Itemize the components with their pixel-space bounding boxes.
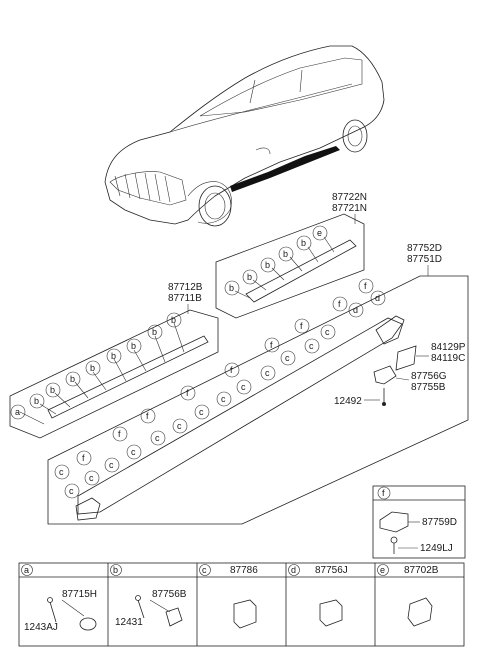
side-sill-end-front bbox=[75, 497, 101, 521]
part-87721N: 87721N bbox=[332, 203, 367, 214]
callout-c: c bbox=[177, 421, 182, 431]
callout-a: a bbox=[15, 407, 20, 417]
callout-b: b bbox=[265, 260, 270, 270]
callout-f: f bbox=[146, 411, 149, 421]
callout-c: c bbox=[241, 382, 246, 392]
callout-c: c bbox=[155, 433, 160, 443]
part-1249LJ: 1249LJ bbox=[420, 543, 453, 554]
front-garnish-strip bbox=[47, 335, 209, 419]
part-87756G: 87756G bbox=[411, 371, 447, 382]
legend-table: a 87715H 1243AJ b 87756B 12431 c 87786 d… bbox=[18, 562, 465, 647]
top-garnish-frame bbox=[215, 213, 365, 319]
part-87786: 87786 bbox=[230, 565, 258, 576]
part-87751D: 87751D bbox=[407, 254, 442, 265]
callout-e: e bbox=[317, 228, 322, 238]
callout-b: b bbox=[34, 396, 39, 406]
callout-d: d bbox=[375, 293, 380, 303]
callout-b: b bbox=[301, 238, 306, 248]
callout-c: c bbox=[221, 394, 226, 404]
legend-key-b: b bbox=[113, 565, 118, 575]
callout-b: b bbox=[152, 327, 157, 337]
callout-f: f bbox=[230, 365, 233, 375]
callout-f: f bbox=[270, 340, 273, 350]
side-sill-frame bbox=[47, 275, 469, 525]
callout-c: c bbox=[265, 368, 270, 378]
callout-f: f bbox=[186, 388, 189, 398]
front-garnish-group: 87712B 87711B a b b b b b b b b bbox=[9, 282, 219, 439]
callout-c: c bbox=[109, 460, 114, 470]
part-1243AJ: 1243AJ bbox=[24, 622, 58, 633]
sill-cap-part bbox=[395, 345, 417, 371]
part-84119C: 84119C bbox=[431, 353, 465, 364]
fastener-a-icon bbox=[47, 597, 97, 631]
side-sill-panel bbox=[77, 317, 403, 515]
clip-d-icon bbox=[319, 599, 343, 627]
callout-c: c bbox=[285, 353, 290, 363]
top-garnish-group: 87722N 87721N b b b b b e bbox=[215, 192, 367, 319]
front-garnish-frame bbox=[9, 309, 219, 439]
legend-key-a: a bbox=[24, 565, 29, 575]
callout-f: f bbox=[338, 299, 341, 309]
callout-b: b bbox=[171, 315, 176, 325]
part-87702B: 87702B bbox=[404, 565, 439, 576]
detail-f-box: f 87759D 1249LJ bbox=[372, 485, 466, 559]
legend-key-d: d bbox=[291, 565, 296, 575]
clip-c-icon bbox=[233, 599, 257, 629]
callout-b: b bbox=[283, 249, 288, 259]
callout-c: c bbox=[89, 473, 94, 483]
part-87711B: 87711B bbox=[168, 293, 202, 304]
callout-b: b bbox=[111, 351, 116, 361]
part-12492: 12492 bbox=[334, 396, 362, 407]
legend-key-e: e bbox=[380, 565, 385, 575]
part-87759D: 87759D bbox=[422, 517, 457, 528]
part-87756J: 87756J bbox=[315, 565, 348, 576]
detail-f-key: f bbox=[382, 488, 385, 498]
fastener-b-icon bbox=[135, 595, 183, 627]
part-87715H: 87715H bbox=[62, 589, 97, 600]
callout-b: b bbox=[50, 385, 55, 395]
clip-e-icon bbox=[407, 597, 433, 627]
legend-key-c: c bbox=[202, 565, 207, 575]
callout-f: f bbox=[118, 429, 121, 439]
part-84129P: 84129P bbox=[431, 342, 466, 353]
callout-b: b bbox=[247, 272, 252, 282]
part-87755B: 87755B bbox=[411, 382, 446, 393]
callout-b: b bbox=[90, 363, 95, 373]
part-87722N: 87722N bbox=[332, 192, 367, 203]
side-sill-end-rear bbox=[375, 315, 405, 345]
part-87756B: 87756B bbox=[152, 589, 187, 600]
callout-c: c bbox=[69, 486, 74, 496]
callout-c: c bbox=[131, 447, 136, 457]
sill-bracket-part bbox=[373, 365, 397, 385]
side-sill-group: 87752D 87751D 84129P 84119C 87756G 87755… bbox=[47, 243, 469, 525]
callout-c: c bbox=[199, 407, 204, 417]
car-illustration bbox=[104, 45, 385, 227]
callout-f: f bbox=[364, 281, 367, 291]
callout-c: c bbox=[59, 467, 64, 477]
callout-c: c bbox=[325, 327, 330, 337]
clip-part bbox=[379, 511, 409, 533]
callout-f: f bbox=[300, 321, 303, 331]
part-12431: 12431 bbox=[115, 617, 143, 628]
callout-d: d bbox=[353, 305, 358, 315]
callout-c: c bbox=[309, 341, 314, 351]
part-87712B: 87712B bbox=[168, 282, 203, 293]
callout-b: b bbox=[229, 283, 234, 293]
callout-b: b bbox=[131, 341, 136, 351]
callout-b: b bbox=[70, 374, 75, 384]
part-87752D: 87752D bbox=[407, 243, 442, 254]
callout-f: f bbox=[82, 453, 85, 463]
